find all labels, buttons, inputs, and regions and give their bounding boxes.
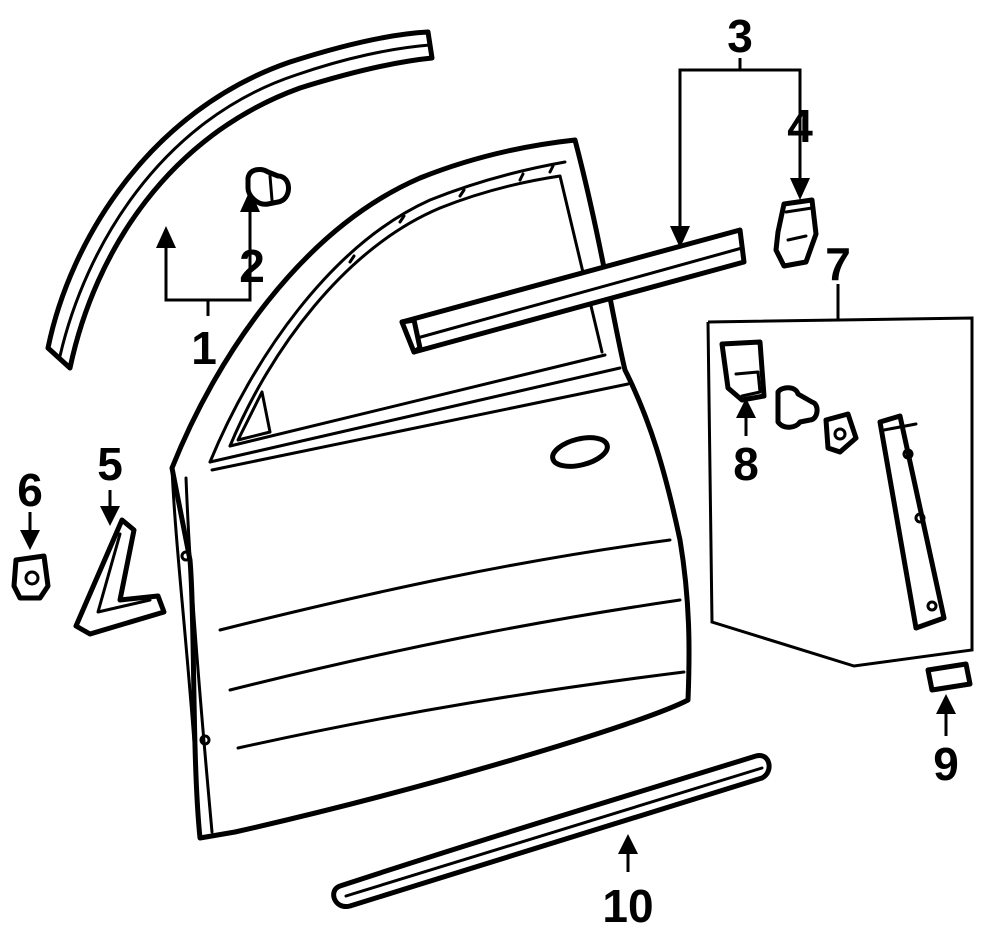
leader-9 bbox=[936, 694, 956, 736]
leader-1-2 bbox=[156, 190, 260, 316]
callout-3: 3 bbox=[727, 10, 753, 62]
leader-10 bbox=[618, 834, 638, 872]
callout-8: 8 bbox=[733, 438, 759, 490]
callout-4: 4 bbox=[787, 100, 813, 152]
part-1-molding bbox=[45, 29, 435, 371]
part-9-pad bbox=[925, 661, 973, 693]
callout-6: 6 bbox=[17, 464, 43, 516]
callout-1: 1 bbox=[191, 322, 217, 374]
part-3-beltline bbox=[399, 227, 747, 355]
leader-8 bbox=[736, 398, 756, 436]
leader-5 bbox=[100, 490, 120, 526]
part-7-group bbox=[706, 284, 974, 668]
callout-9: 9 bbox=[933, 738, 959, 790]
callout-10: 10 bbox=[602, 880, 653, 932]
callout-2: 2 bbox=[239, 240, 265, 292]
callout-7: 7 bbox=[825, 238, 851, 290]
leader-6 bbox=[20, 512, 40, 550]
part-4-clip bbox=[773, 197, 819, 269]
part-10-molding bbox=[331, 753, 772, 909]
part-6-clip bbox=[11, 553, 51, 601]
leader-3-4 bbox=[670, 58, 810, 248]
part-5-bracket bbox=[73, 517, 167, 637]
callout-5: 5 bbox=[97, 438, 123, 490]
